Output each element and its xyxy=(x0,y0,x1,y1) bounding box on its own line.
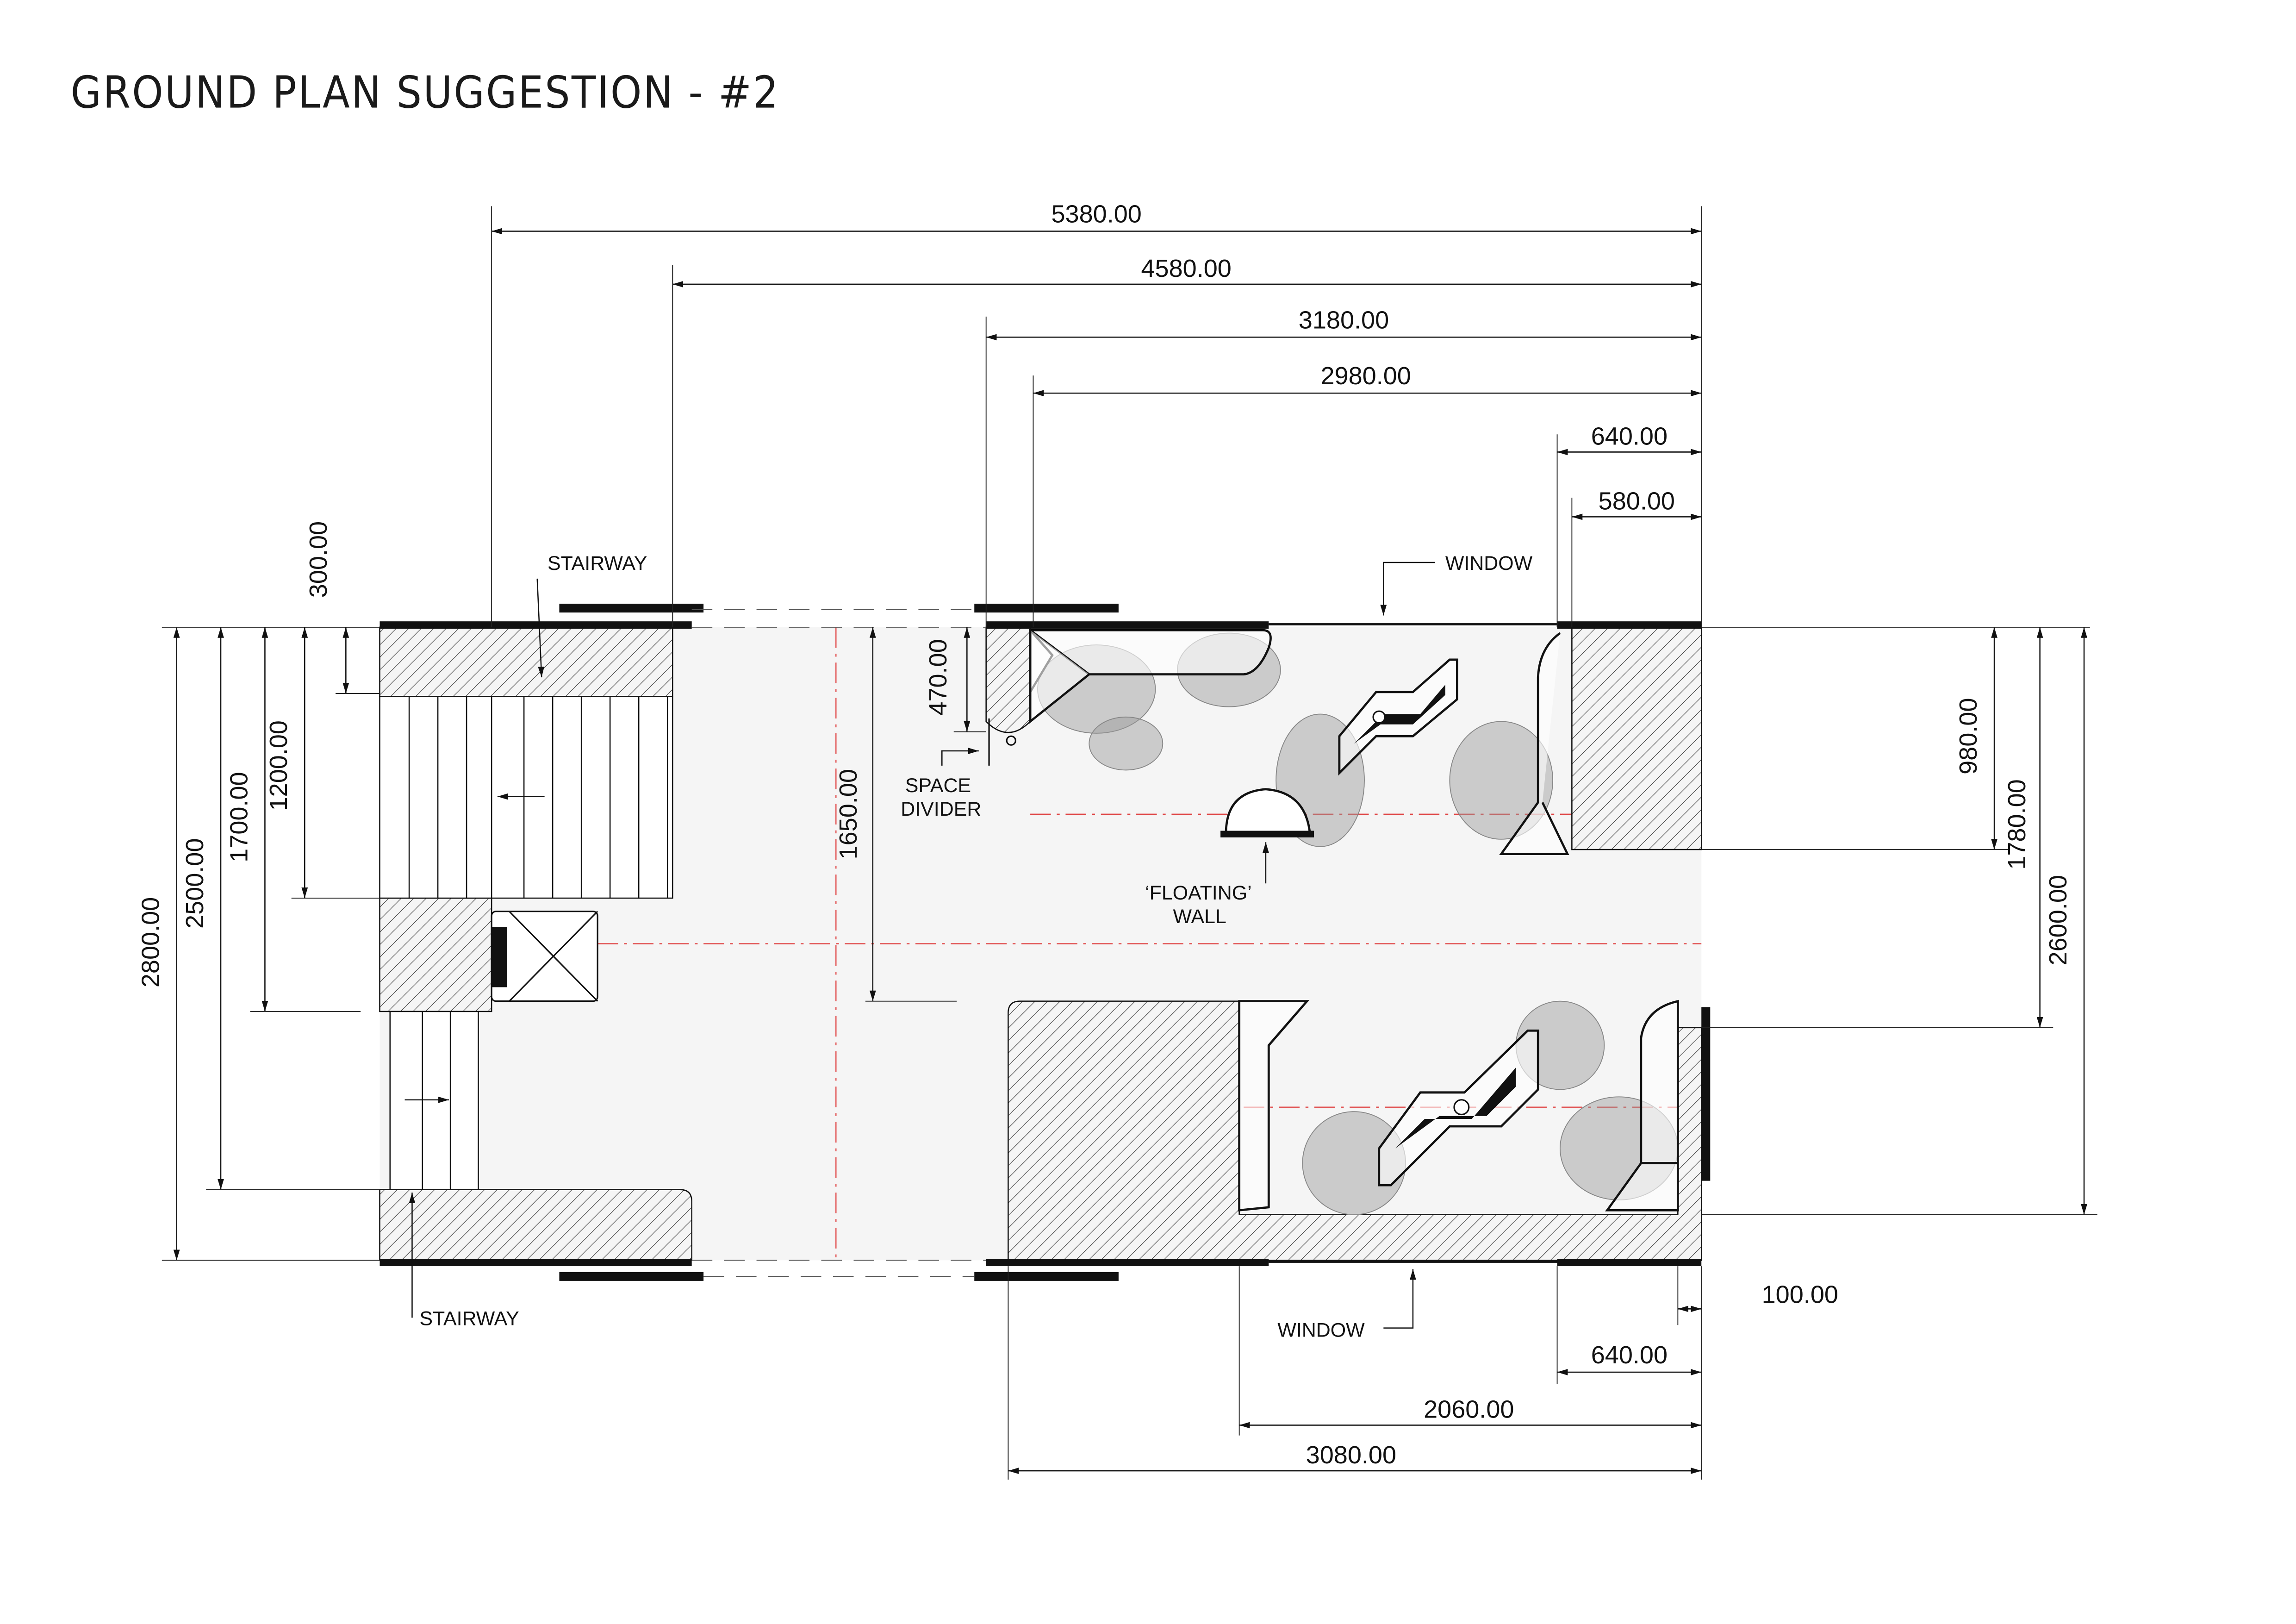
label-space-divider-line2: DIVIDER xyxy=(901,798,981,820)
dimension-left-2: 1700.00 xyxy=(225,627,361,1012)
dimension-label: 2600.00 xyxy=(2044,875,2072,965)
dimension-top-3: 2980.00 xyxy=(1033,362,1702,627)
label-floating-wall-line1: ‘FLOATING’ xyxy=(1145,882,1252,904)
label-floating-wall-line2: WALL xyxy=(1173,906,1226,928)
dimension-label: 3180.00 xyxy=(1299,306,1389,334)
label-window-bottom: WINDOW xyxy=(1277,1319,1365,1342)
person-figure xyxy=(1089,716,1164,771)
label-space-divider-line1: SPACE xyxy=(905,775,971,797)
dimension-label: 1700.00 xyxy=(225,772,253,862)
people-figures xyxy=(1037,632,1679,1215)
stairway-lower xyxy=(389,1011,479,1190)
display-insets xyxy=(1354,684,1516,1149)
dimension-top-5: 580.00 xyxy=(1571,487,1702,627)
label-stairway-bottom: STAIRWAY xyxy=(419,1307,519,1330)
dimension-label: 300.00 xyxy=(305,521,332,598)
hatched-walls xyxy=(379,626,1702,1261)
space-divider xyxy=(988,718,1016,766)
dimension-left-3: 1200.00 xyxy=(265,627,380,899)
dimension-label: 100.00 xyxy=(1762,1281,1838,1309)
dimension-left-0: 2800.00 xyxy=(137,626,380,1261)
dimension-label: 1780.00 xyxy=(2003,779,2031,869)
dimension-left-1: 2500.00 xyxy=(181,627,380,1190)
person-figure xyxy=(1449,721,1553,840)
dimension-top-4: 640.00 xyxy=(1556,423,1702,627)
floating-wall xyxy=(1220,788,1314,837)
annotations: STAIRWAY STAIRWAY WINDOW WINDOW SPACE DI… xyxy=(409,552,1533,1342)
dimension-label: 980.00 xyxy=(1954,698,1982,775)
dimension-right-2: 2600.00 xyxy=(1701,627,2097,1215)
dimension-label: 2500.00 xyxy=(181,838,209,929)
display-knob xyxy=(1372,710,1386,724)
dimension-right-1: 1780.00 xyxy=(1701,627,2053,1028)
dimension-left-4: 300.00 xyxy=(305,521,380,694)
dimension-top-0: 5380.00 xyxy=(491,200,1702,627)
stairway-upper xyxy=(379,696,673,899)
dimension-right-0: 980.00 xyxy=(1701,626,2090,850)
dimension-bottom-0: 100.00 xyxy=(1677,1266,1838,1325)
dimension-label: 2800.00 xyxy=(137,897,164,987)
display-knob xyxy=(1453,1099,1470,1116)
dimension-label: 4580.00 xyxy=(1141,255,1231,282)
dimension-label: 580.00 xyxy=(1599,487,1675,515)
dimension-inner-1: 1650.00 xyxy=(834,627,957,1002)
elevator xyxy=(491,911,598,1002)
label-window-top: WINDOW xyxy=(1445,552,1533,575)
dimension-top-1: 4580.00 xyxy=(672,255,1702,627)
dimension-label: 1200.00 xyxy=(265,720,292,811)
page-title: GROUND PLAN SUGGESTION - #2 xyxy=(71,67,780,118)
dimension-label: 640.00 xyxy=(1591,423,1668,450)
label-stairway-top: STAIRWAY xyxy=(548,552,647,575)
dimension-bottom-3: 3080.00 xyxy=(1008,1266,1702,1480)
dimension-inner-0: 470.00 xyxy=(924,627,986,732)
dimension-label: 470.00 xyxy=(924,639,952,715)
dimension-bottom-1: 640.00 xyxy=(1556,1266,1702,1384)
dimension-label: 5380.00 xyxy=(1052,200,1142,228)
dimension-top-2: 3180.00 xyxy=(985,306,1702,627)
openings xyxy=(691,609,986,1277)
dimension-label: 1650.00 xyxy=(834,769,862,859)
dimension-bottom-2: 2060.00 xyxy=(1238,1266,1702,1480)
dimension-label: 2980.00 xyxy=(1320,362,1411,390)
dimension-label: 2060.00 xyxy=(1424,1396,1514,1424)
dimension-label: 3080.00 xyxy=(1306,1441,1396,1469)
exterior-walls xyxy=(380,604,1711,1281)
dimension-label: 640.00 xyxy=(1591,1341,1668,1369)
